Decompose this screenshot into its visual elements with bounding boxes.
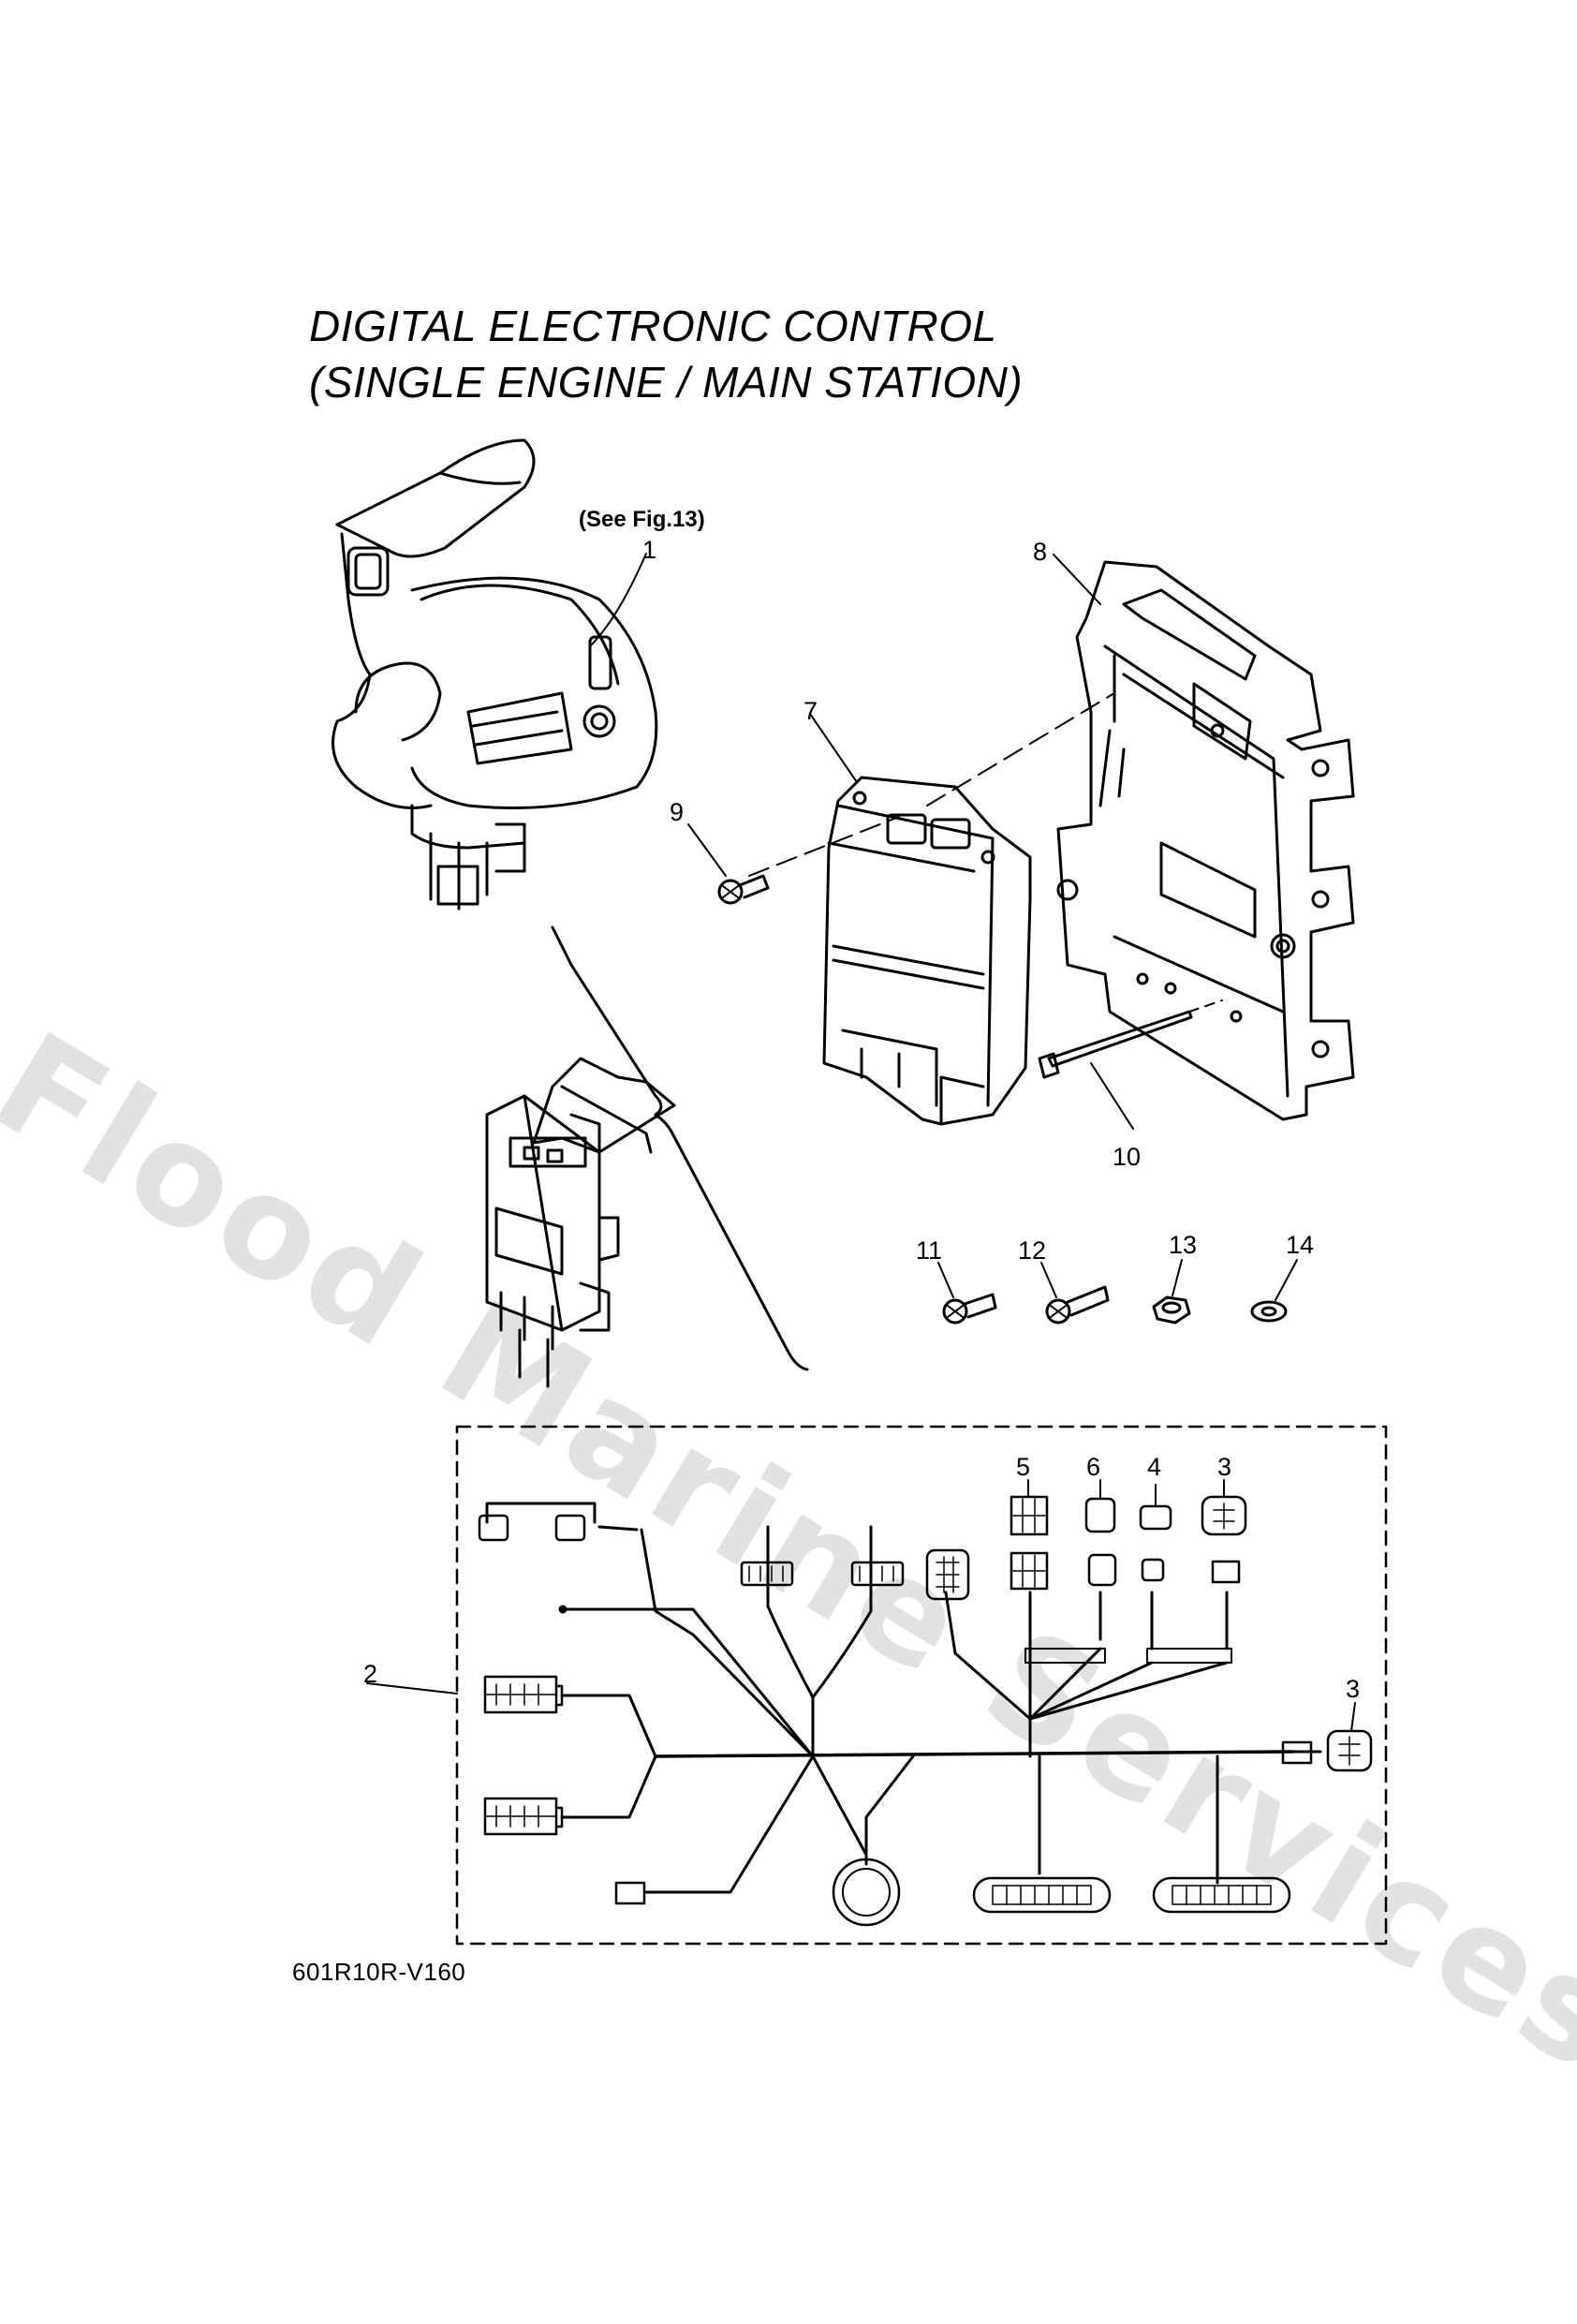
callout-3-right: 3 [1346,1675,1360,1703]
title-line-2: (SINGLE ENGINE / MAIN STATION) [309,358,1024,407]
alignment-line-tie [1188,999,1223,1013]
part-12-bolt [1045,1285,1110,1325]
connector-long-left [972,1876,1112,1914]
connector-row2-6 [1087,1553,1117,1587]
leader-8 [1053,554,1101,605]
part-9-screw [717,874,770,905]
part-2-harness [485,1502,1322,1894]
connector-right-end [1281,1740,1313,1765]
part-14-washer [1250,1300,1288,1323]
alignment-line-upper [748,692,1115,877]
callout-11: 11 [916,1236,942,1265]
leader-11 [937,1262,954,1298]
callout-4: 4 [1147,1453,1161,1481]
leaders-spare-connectors [1027,1479,1356,1732]
leader-1 [589,553,647,647]
connector-row2-3 [1211,1560,1241,1584]
connector-3-spare-right [1326,1729,1373,1772]
connector-top-left-a [478,1514,509,1542]
callout-9: 9 [670,798,684,826]
bracket-brace [551,925,809,1371]
harness-connectors [478,1495,1373,1927]
leader-10 [1090,1062,1134,1130]
see-fig-note: (See Fig.13) [579,507,705,532]
assembly-inset [485,1057,676,1388]
callout-6: 6 [1086,1453,1100,1481]
callout-2: 2 [363,1660,377,1688]
callout-5: 5 [1016,1453,1030,1481]
connector-4-spare [1139,1504,1172,1531]
callout-8: 8 [1033,538,1047,566]
title-line-1: DIGITAL ELECTRONIC CONTROL [309,302,997,350]
leader-14 [1275,1259,1298,1301]
callout-3-top: 3 [1217,1453,1231,1481]
connector-top-left-b [554,1514,586,1542]
connector-6-spare [1084,1497,1116,1533]
callout-12: 12 [1018,1236,1046,1265]
connector-bottom-left [614,1881,646,1905]
leader-9 [687,823,727,877]
callout-14: 14 [1286,1231,1314,1259]
leader-7 [809,713,858,783]
leader-2 [366,1682,458,1695]
callout-13: 13 [1169,1231,1197,1259]
callout-7: 7 [803,697,818,725]
connector-mid-b [850,1561,905,1587]
connector-long-right [1152,1876,1291,1914]
diagram-title: DIGITAL ELECTRONIC CONTROL (SINGLE ENGIN… [309,298,1023,410]
part-1-control-lever [332,438,658,910]
connector-large-square [925,1548,970,1601]
connector-row2-4 [1141,1558,1165,1582]
callout-1: 1 [642,536,656,564]
harness-box [455,1425,1388,1946]
connector-round [832,1858,901,1927]
leader-12 [1040,1262,1057,1298]
diagram-code: 601R10R-V160 [292,1958,466,1986]
part-7-control-unit [822,776,1032,1126]
connector-mid-a [740,1561,794,1587]
leader-13 [1172,1259,1183,1296]
part-11-screw [942,1293,997,1325]
callout-10: 10 [1113,1143,1141,1171]
connector-row2-5 [1010,1551,1049,1591]
part-10-cable-tie [1038,1010,1193,1079]
part-8-bracket [1056,560,1355,1121]
part-13-nut [1152,1295,1191,1325]
